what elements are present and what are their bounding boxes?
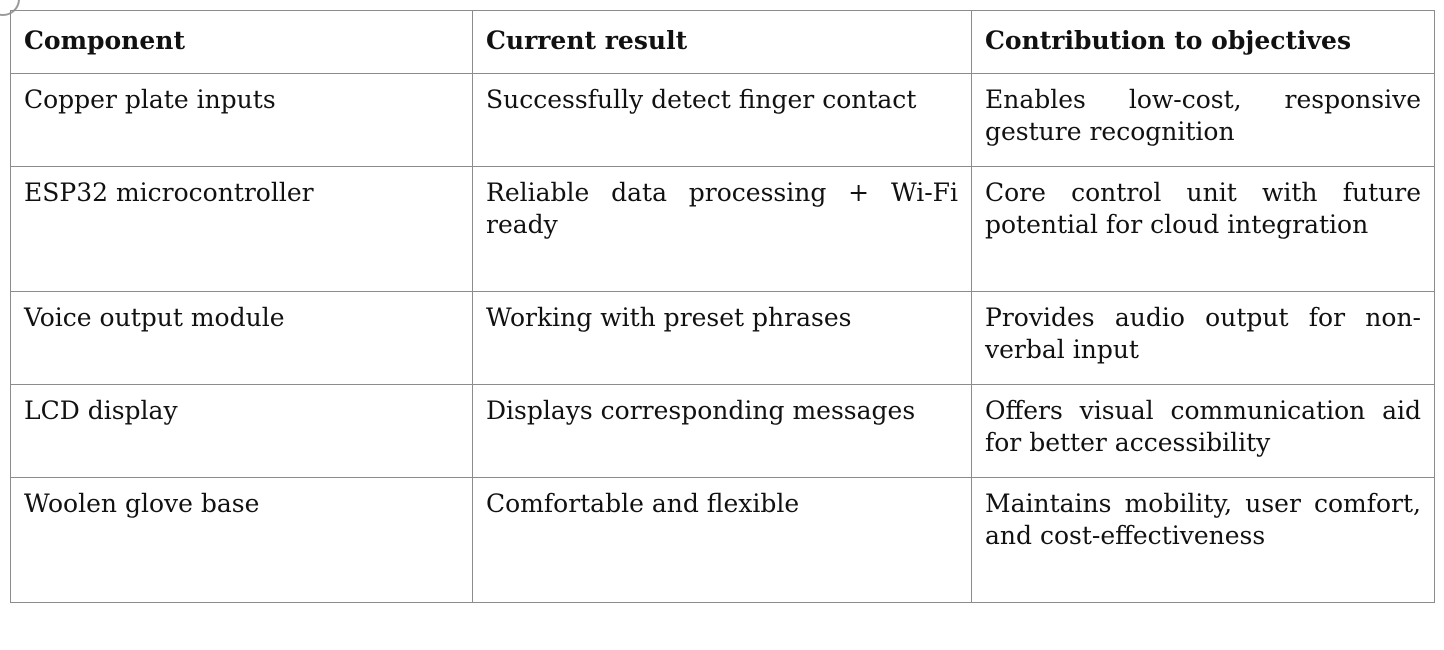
cell-contribution: Maintains mobility, user comfort, and co… [971, 477, 1435, 603]
cell-component: Copper plate inputs [10, 73, 473, 167]
header-component: Component [10, 10, 473, 74]
cell-component: Voice output module [10, 291, 473, 385]
cell-contribution: Offers visual communication aid for bett… [971, 384, 1435, 478]
cell-current-result: Working with preset phrases [472, 291, 972, 385]
table-row: Voice output module Working with preset … [10, 291, 1435, 385]
table-header: Component Current result Contribution to… [10, 10, 1435, 74]
table-row: Copper plate inputs Successfully detect … [10, 73, 1435, 167]
cell-current-result: Reliable data processing + Wi-Fi ready [472, 166, 972, 292]
table-body: Copper plate inputs Successfully detect … [10, 73, 1435, 603]
cell-component: ESP32 microcontroller [10, 166, 473, 292]
cell-current-result: Comfortable and flexible [472, 477, 972, 603]
cell-current-result: Successfully detect finger contact [472, 73, 972, 167]
cell-current-result: Displays corresponding messages [472, 384, 972, 478]
header-row: Component Current result Contribution to… [10, 10, 1435, 74]
header-contribution: Contribution to objectives [971, 10, 1435, 74]
components-table: Component Current result Contribution to… [10, 10, 1435, 603]
cell-contribution: Core control unit with future potential … [971, 166, 1435, 292]
cell-component: LCD display [10, 384, 473, 478]
header-current-result: Current result [472, 10, 972, 74]
cell-component: Woolen glove base [10, 477, 473, 603]
table-row: Woolen glove base Comfortable and flexib… [10, 477, 1435, 603]
table-row: LCD display Displays corresponding messa… [10, 384, 1435, 478]
cell-contribution: Enables low-cost, responsive gesture rec… [971, 73, 1435, 167]
table-row: ESP32 microcontroller Reliable data proc… [10, 166, 1435, 292]
cell-contribution: Provides audio output for non-verbal inp… [971, 291, 1435, 385]
